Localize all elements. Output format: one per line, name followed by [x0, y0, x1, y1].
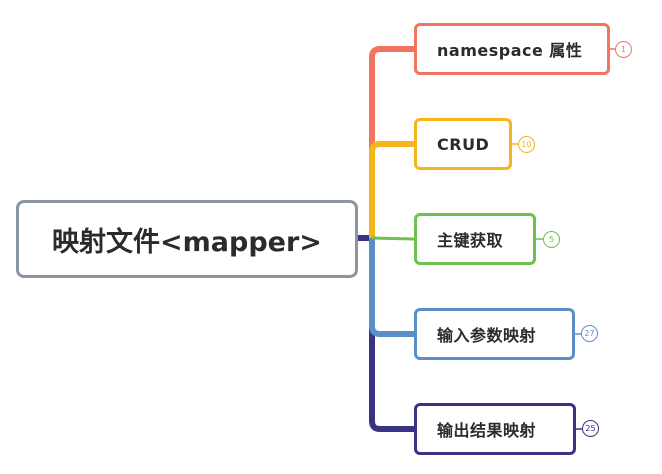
topic-input-parameter-mapping[interactable]: 输入参数映射 [414, 308, 575, 360]
branch-connector [369, 141, 414, 238]
topic-namespace-attribute[interactable]: namespace 属性 [414, 23, 610, 75]
topic-label: CRUD [437, 134, 490, 154]
count-badge[interactable]: 25 [582, 420, 599, 437]
branch-connector [369, 46, 414, 238]
branch-connector [369, 238, 414, 337]
topic-crud[interactable]: CRUD [414, 118, 512, 170]
count-badge[interactable]: 5 [543, 231, 560, 248]
count-badge[interactable]: 10 [518, 136, 535, 153]
topic-output-result-mapping[interactable]: 输出结果映射 [414, 403, 576, 455]
count-badge[interactable]: 1 [615, 41, 632, 58]
topic-label: 主键获取 [437, 231, 504, 250]
topic-label: 输入参数映射 [437, 326, 537, 345]
topic-label: namespace 属性 [437, 41, 583, 60]
root-topic[interactable]: 映射文件<mapper> [16, 200, 358, 278]
topic-label: 输出结果映射 [437, 421, 537, 440]
branch-connector [371, 236, 415, 241]
topic-primary-key-retrieval[interactable]: 主键获取 [414, 213, 536, 265]
count-badge[interactable]: 27 [581, 325, 598, 342]
branch-connector [369, 238, 414, 432]
root-topic-label: 映射文件<mapper> [52, 226, 322, 258]
